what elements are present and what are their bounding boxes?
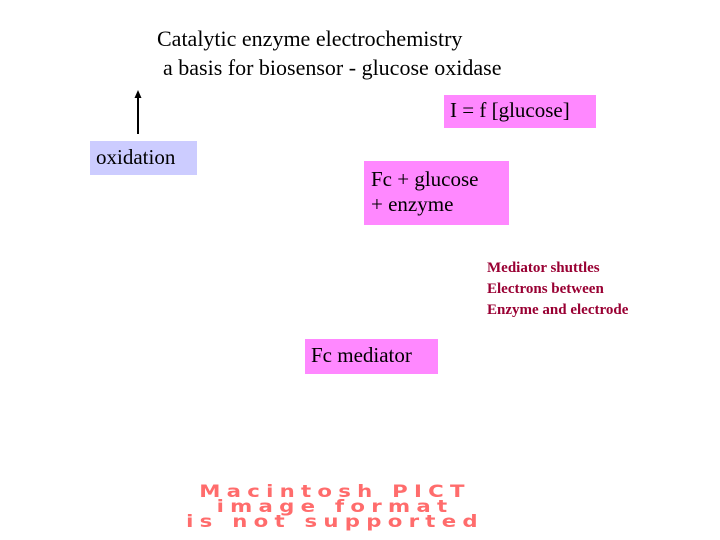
arrow-head: [134, 90, 142, 98]
fc-glucose-enzyme-box: Fc + glucose + enzyme: [364, 161, 509, 225]
slide-title-line-2: a basis for biosensor - glucose oxidase: [163, 55, 502, 80]
fc-glucose-line-2: + enzyme: [371, 192, 454, 216]
arrow-up-icon: [134, 90, 142, 134]
oxidation-label-box: oxidation: [90, 141, 197, 175]
mediator-note-line-3: Enzyme and electrode: [487, 302, 629, 318]
fc-mediator-box: Fc mediator: [305, 339, 438, 374]
mediator-note-line-1: Mediator shuttles: [487, 260, 600, 276]
unsupported-image-placeholder: Macintosh PICT image format is not suppo…: [96, 484, 574, 532]
placeholder-line-2: image format: [216, 497, 454, 517]
mediator-note-line-2: Electrons between: [487, 281, 604, 297]
fc-glucose-line-1: Fc + glucose: [371, 167, 479, 191]
placeholder-line-3: is not supported: [186, 512, 484, 532]
placeholder-line-1: Macintosh PICT: [199, 482, 471, 502]
mediator-note: Mediator shuttles Electrons between Enzy…: [487, 258, 628, 321]
current-equation-box: I = f [glucose]: [444, 95, 596, 128]
slide-title-line-1: Catalytic enzyme electrochemistry: [157, 26, 463, 51]
